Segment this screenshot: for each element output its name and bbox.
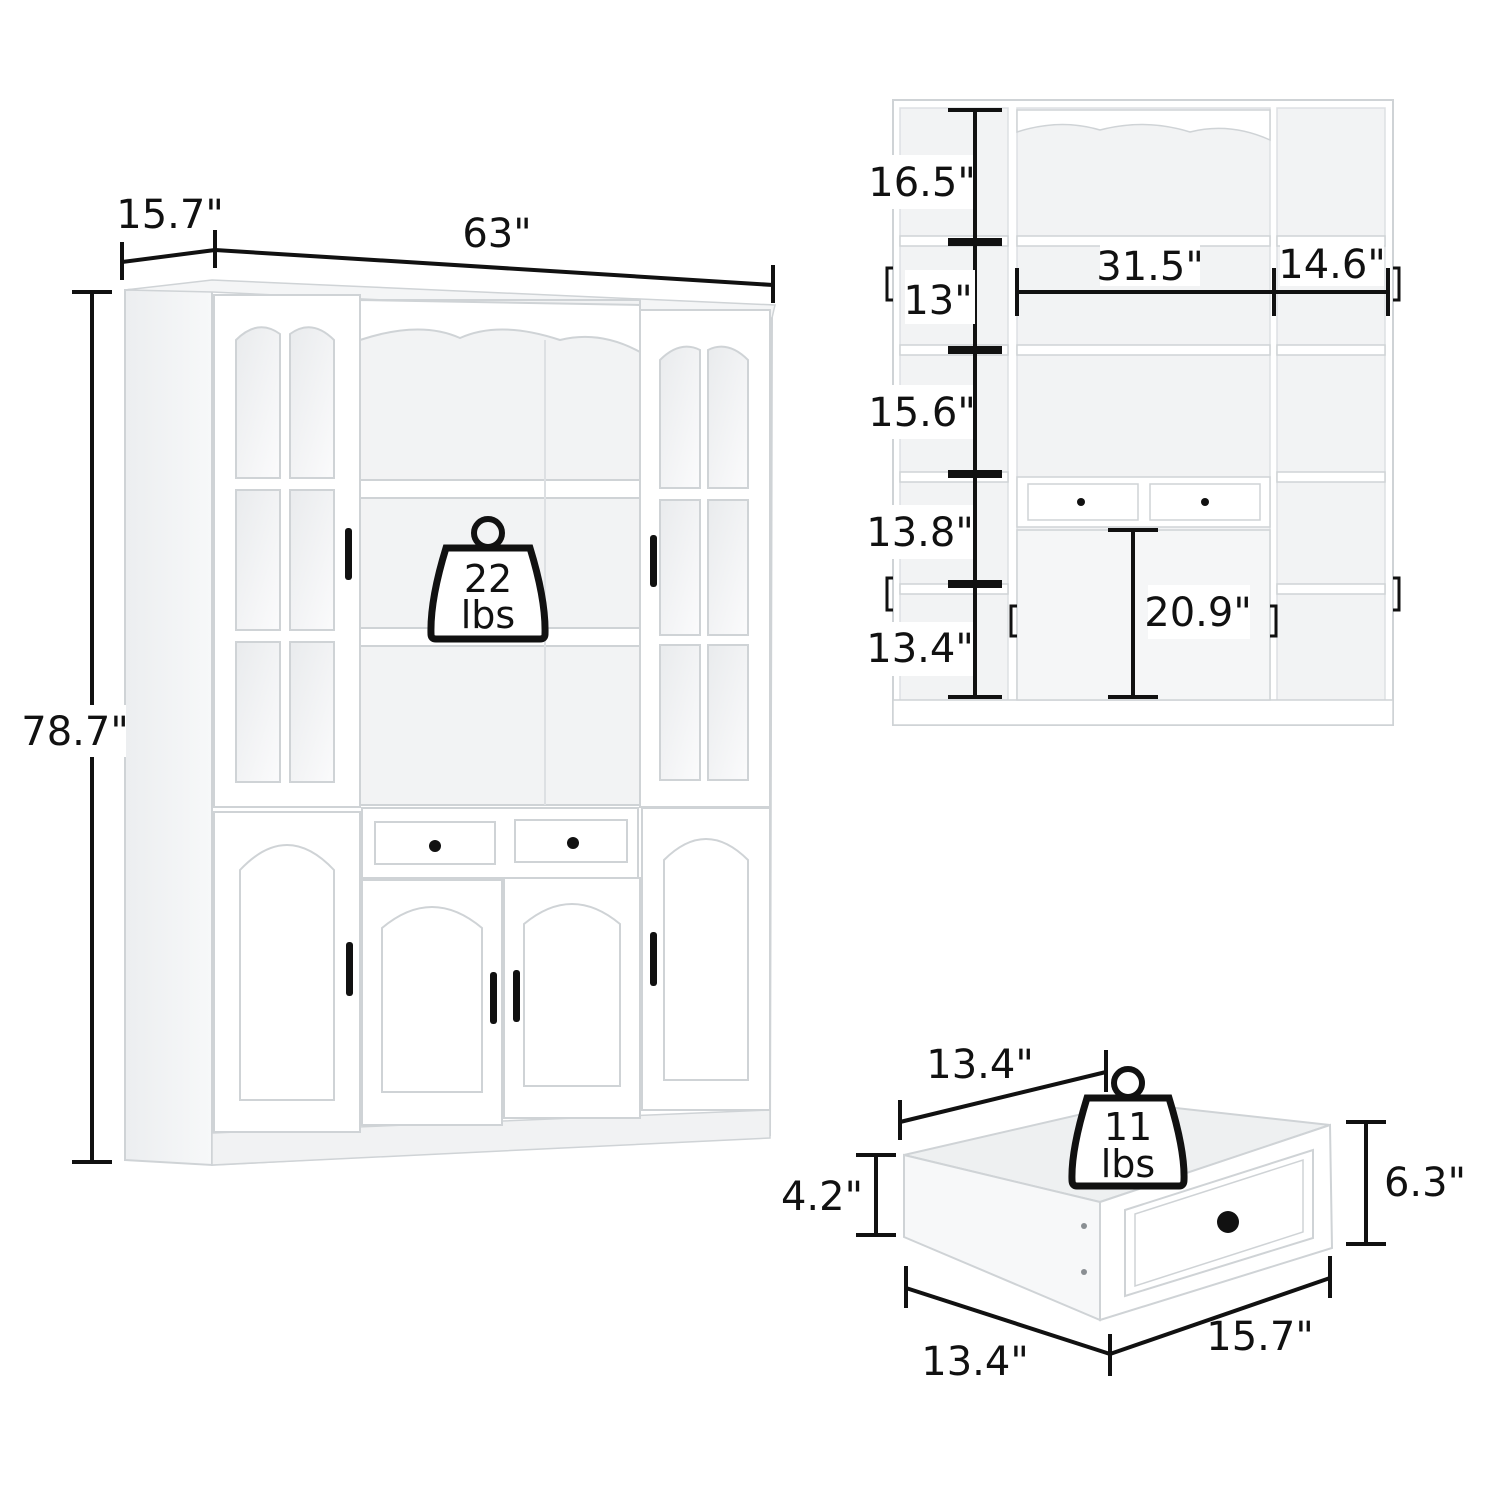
drawer-weight-limit-icon: 11 lbs [1068, 1066, 1188, 1190]
interior-view: 16.5" 13" 15.6" 13.8" 13.4" 31.5" 14.6" … [866, 99, 1401, 726]
lower-cabinet-doors[interactable] [213, 807, 771, 1133]
door-handle [490, 972, 497, 1024]
cabinet-side-panel [124, 283, 213, 1167]
drawer-front [1099, 1123, 1334, 1322]
interior-dimension-lines [948, 108, 1390, 699]
main-drawers[interactable] [361, 807, 639, 879]
shelf-height-label-5: 13.4" [866, 626, 973, 672]
left-glass-door[interactable] [213, 294, 361, 808]
right-glass-door[interactable] [639, 309, 771, 808]
drawer-inner-height-label: 4.2" [781, 1174, 863, 1220]
drawer-view: 13.4" 4.2" 6.3" 13.4" 15.7" 11 lbs [781, 1042, 1466, 1385]
door-handle [346, 942, 353, 996]
drawer-knob [429, 840, 441, 852]
shelf-height-label-2: 13" [903, 278, 972, 324]
main-cabinet-view: 78.7" 63" 15.7" 22 lbs [21, 192, 776, 1167]
drawer-top-width-label: 13.4" [926, 1042, 1033, 1088]
weight-limit-icon: 22 lbs [427, 516, 549, 643]
door-handle [650, 932, 657, 986]
drawer-dimension-lines [856, 1050, 1386, 1376]
weight-limit-unit: lbs [461, 593, 515, 637]
interior-label-backgrounds [868, 155, 1384, 676]
shelf-height-label-3: 15.6" [868, 390, 975, 436]
main-depth-label: 15.7" [116, 192, 223, 238]
shelf-height-label-4: 13.8" [866, 510, 973, 556]
shelf-height-label-1: 16.5" [868, 160, 975, 206]
weight-limit-value: 22 [464, 557, 512, 601]
interior-side-handles [885, 266, 1401, 638]
door-handle [345, 528, 352, 580]
main-width-label: 63" [462, 211, 531, 257]
drawer-weight-limit-unit: lbs [1101, 1142, 1155, 1186]
lower-cabinet-height-label: 20.9" [1144, 590, 1251, 636]
door-handle [513, 970, 520, 1022]
door-handle [650, 535, 657, 587]
side-width-label: 14.6" [1278, 242, 1385, 288]
drawer-depth-label: 15.7" [1206, 1314, 1313, 1360]
center-width-label: 31.5" [1096, 244, 1203, 290]
main-height-label: 78.7" [21, 709, 128, 755]
drawer-bottom-width-label: 13.4" [921, 1339, 1028, 1385]
drawer-knob [567, 837, 579, 849]
drawer-weight-limit-value: 11 [1104, 1105, 1152, 1149]
drawer-front-height-label: 6.3" [1384, 1160, 1466, 1206]
drawer-knob [1217, 1211, 1239, 1233]
